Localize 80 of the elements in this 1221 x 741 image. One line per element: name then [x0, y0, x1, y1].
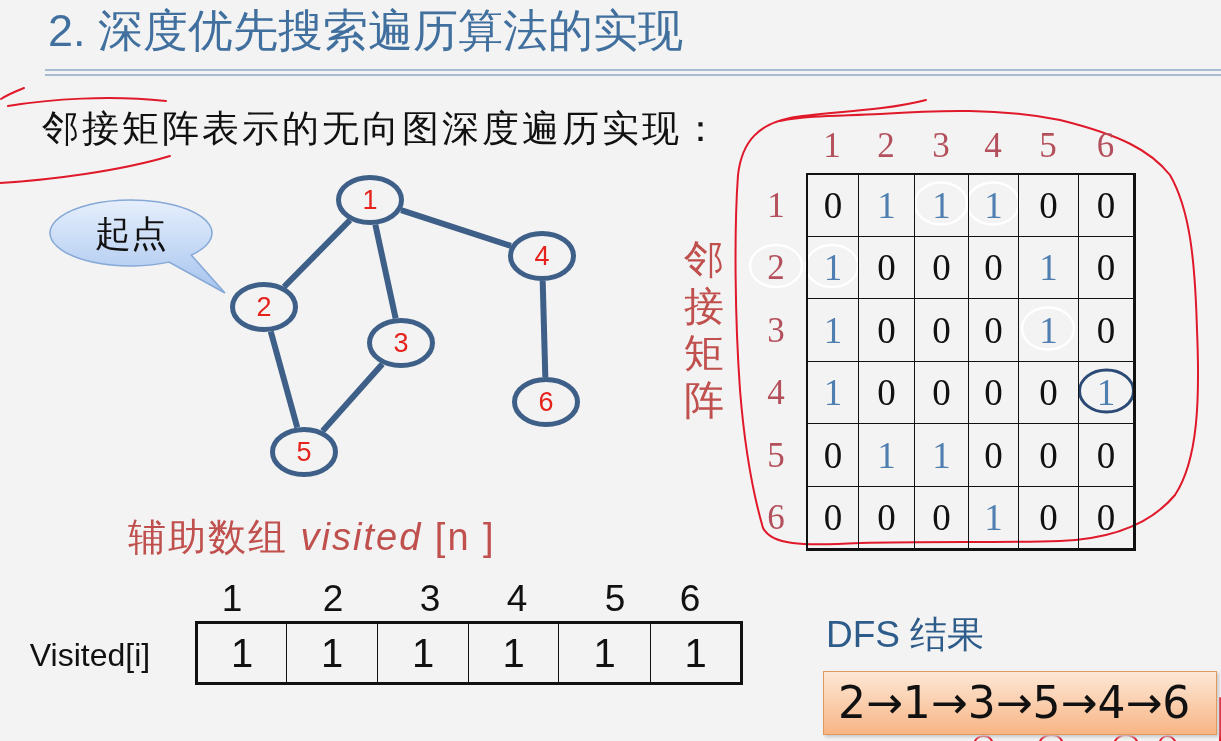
table-cell: 0: [858, 298, 914, 361]
table-cell: 1: [195, 621, 286, 685]
table-cell: 0: [1078, 173, 1136, 236]
table-cell: 0: [1018, 361, 1078, 423]
table-cell: 0: [858, 486, 914, 551]
connector-line: [539, 280, 549, 378]
index-number: 2: [322, 579, 344, 617]
connector-line: [400, 207, 512, 249]
table-cell: 0: [858, 361, 914, 423]
column-number: 1: [823, 127, 841, 163]
table-cell: 1: [468, 621, 558, 685]
table-cell: 1: [286, 621, 377, 685]
column-number: 2: [877, 127, 895, 163]
vertex-circle: 4: [508, 231, 576, 281]
table-cell: 1: [558, 621, 650, 685]
table-cell: 1: [914, 423, 968, 486]
table-cell: 1: [968, 486, 1018, 551]
array-heading: 辅助数组 visited [n ]: [128, 518, 496, 556]
table-cell: 0: [1078, 236, 1136, 298]
row-number: 1: [767, 187, 785, 222]
table-cell: 0: [806, 173, 858, 236]
column-number: 3: [932, 127, 950, 163]
table-cell: 1: [968, 173, 1018, 236]
table-cell: 1: [1018, 298, 1078, 361]
column-number: 5: [1039, 127, 1057, 163]
row-number: 5: [767, 437, 785, 472]
table-cell: 0: [806, 423, 858, 486]
table-cell: 0: [858, 236, 914, 298]
table-cell: 0: [1018, 486, 1078, 551]
column-number: 4: [984, 127, 1002, 163]
vertex-circle: 5: [270, 427, 338, 477]
result-heading: DFS 结果: [826, 616, 985, 653]
vertex-circle: 2: [230, 282, 298, 332]
slide-title: 2. 深度优先搜索遍历算法的实现: [48, 8, 684, 53]
index-number: 6: [679, 579, 701, 617]
table-cell: 0: [914, 236, 968, 298]
table-cell: 0: [1078, 423, 1136, 486]
speech-bubble: 起点: [48, 198, 228, 296]
vertex-circle: 1: [336, 175, 404, 225]
index-number: 5: [604, 579, 626, 617]
table-cell: 0: [968, 361, 1018, 423]
table-cell: 0: [914, 298, 968, 361]
table-cell: 0: [968, 236, 1018, 298]
table-cell: 1: [806, 361, 858, 423]
connector-line: [372, 224, 399, 319]
table-cell: 0: [968, 423, 1018, 486]
table-cell: 0: [1078, 486, 1136, 551]
vertical-caption: 邻接矩阵: [683, 236, 724, 424]
vertex-circle: 6: [512, 377, 580, 427]
connector-line: [281, 218, 353, 289]
row-label: Visited[i]: [29, 639, 151, 671]
table-cell: 0: [806, 486, 858, 551]
table-cell: 1: [1018, 236, 1078, 298]
index-number: 1: [221, 579, 243, 617]
subtitle: 邻接矩阵表示的无向图深度遍历实现：: [42, 110, 722, 147]
index-number: 4: [506, 579, 528, 617]
table-cell: 0: [914, 486, 968, 551]
column-number: 6: [1096, 127, 1115, 163]
table-cell: 1: [650, 621, 743, 685]
table-cell: 0: [968, 298, 1018, 361]
table-cell: 0: [1018, 423, 1078, 486]
table-cell: 0: [1078, 298, 1136, 361]
connector-line: [320, 361, 385, 434]
vertex-circle: 3: [367, 318, 435, 368]
row-number: 3: [767, 312, 785, 347]
table-cell: 1: [858, 423, 914, 486]
connector-line: [267, 330, 301, 429]
row-number: 6: [767, 499, 785, 535]
result-box: 2→1→3→5→4→6: [823, 671, 1217, 735]
index-number: 3: [419, 579, 441, 617]
table-cell: 0: [1018, 173, 1078, 236]
row-number: 2: [767, 249, 785, 285]
table-cell: 0: [914, 361, 968, 423]
table-cell: 1: [377, 621, 468, 685]
table-cell: 1: [806, 298, 858, 361]
row-number: 4: [767, 374, 785, 410]
table-cell: 1: [1078, 361, 1136, 423]
table-cell: 1: [806, 236, 858, 298]
table-cell: 1: [914, 173, 968, 236]
table-cell: 1: [858, 173, 914, 236]
